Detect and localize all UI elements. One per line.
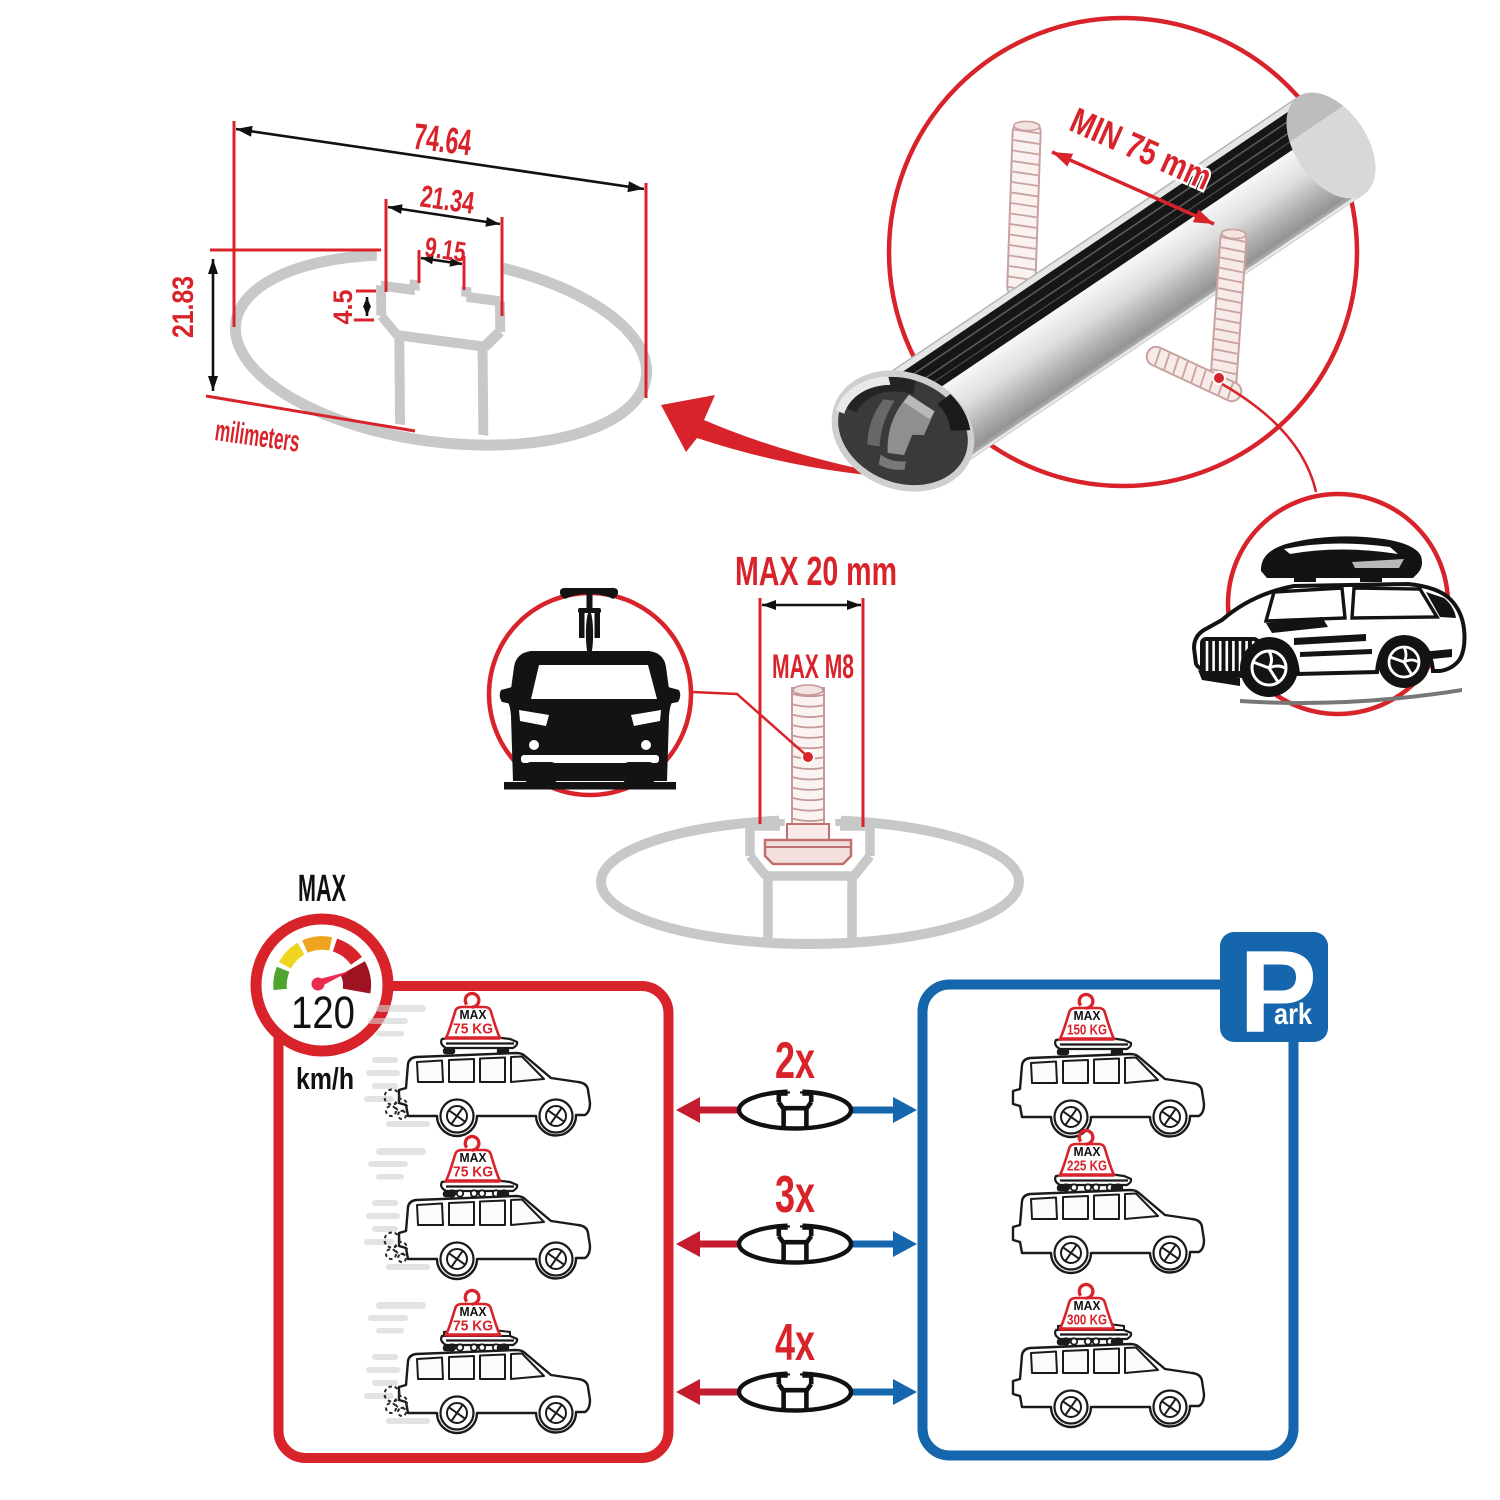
- svg-text:MAX M8: MAX M8: [772, 648, 854, 686]
- svg-text:9.15: 9.15: [423, 231, 468, 267]
- svg-text:MAX: MAX: [1074, 1145, 1102, 1159]
- svg-text:MAX: MAX: [460, 1305, 488, 1319]
- svg-text:21.83: 21.83: [167, 276, 200, 338]
- svg-text:300 KG: 300 KG: [1067, 1313, 1107, 1329]
- svg-text:120: 120: [291, 987, 355, 1038]
- svg-text:MAX: MAX: [298, 868, 346, 910]
- svg-text:75 KG: 75 KG: [453, 1022, 493, 1038]
- svg-text:ark: ark: [1274, 998, 1312, 1031]
- svg-text:4x: 4x: [775, 1314, 815, 1372]
- svg-text:74.64: 74.64: [411, 116, 474, 164]
- svg-text:MAX 20 mm: MAX 20 mm: [735, 548, 897, 594]
- svg-text:3x: 3x: [775, 1166, 815, 1224]
- svg-text:MAX: MAX: [460, 1151, 488, 1165]
- svg-text:2x: 2x: [775, 1032, 815, 1090]
- svg-text:MAX: MAX: [460, 1008, 488, 1022]
- svg-text:21.34: 21.34: [418, 179, 477, 221]
- svg-text:75 KG: 75 KG: [453, 1319, 493, 1335]
- svg-text:MAX: MAX: [1074, 1009, 1102, 1023]
- svg-text:150 KG: 150 KG: [1067, 1023, 1107, 1039]
- svg-text:km/h: km/h: [296, 1061, 354, 1096]
- svg-text:75 KG: 75 KG: [453, 1165, 493, 1181]
- svg-text:MAX: MAX: [1074, 1299, 1102, 1313]
- svg-text:P: P: [1239, 926, 1317, 1057]
- svg-text:225 KG: 225 KG: [1067, 1159, 1107, 1175]
- svg-text:4.5: 4.5: [328, 290, 358, 325]
